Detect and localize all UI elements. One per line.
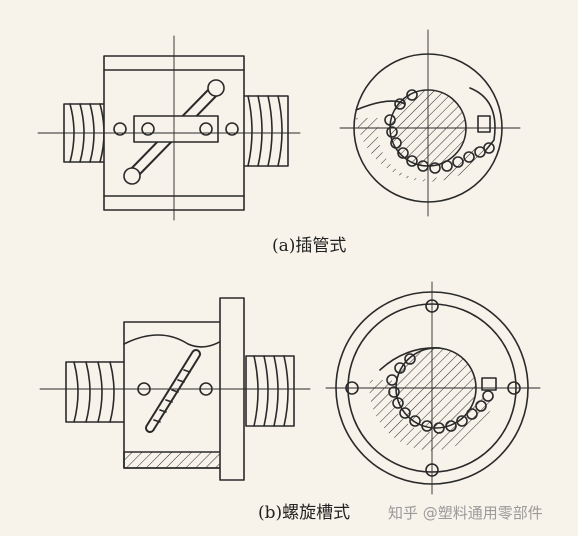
spiral-groove: [145, 349, 201, 433]
groove-type-section-view: [325, 281, 541, 495]
screw-shaft-right-b: [245, 355, 295, 427]
tube-type-section-view: [339, 29, 521, 217]
watermark: 知乎 @塑料通用零部件: [388, 504, 543, 522]
caption-tube-type: (a)插管式: [272, 236, 347, 256]
tube-type-side-view: [37, 35, 301, 221]
ball-chain-b: [386, 353, 494, 434]
center-lines-a: [37, 35, 301, 221]
screw-shaft-right: [239, 95, 289, 167]
caption-spiral-groove-type: (b)螺旋槽式: [258, 503, 351, 523]
screw-shaft-left-b: [65, 361, 127, 423]
ball-chain-a: [384, 89, 495, 174]
center-lines-a2: [339, 29, 521, 217]
groove-type-side-view: [39, 297, 311, 481]
center-lines-b2: [325, 281, 541, 495]
clamp-plate: [113, 115, 239, 143]
